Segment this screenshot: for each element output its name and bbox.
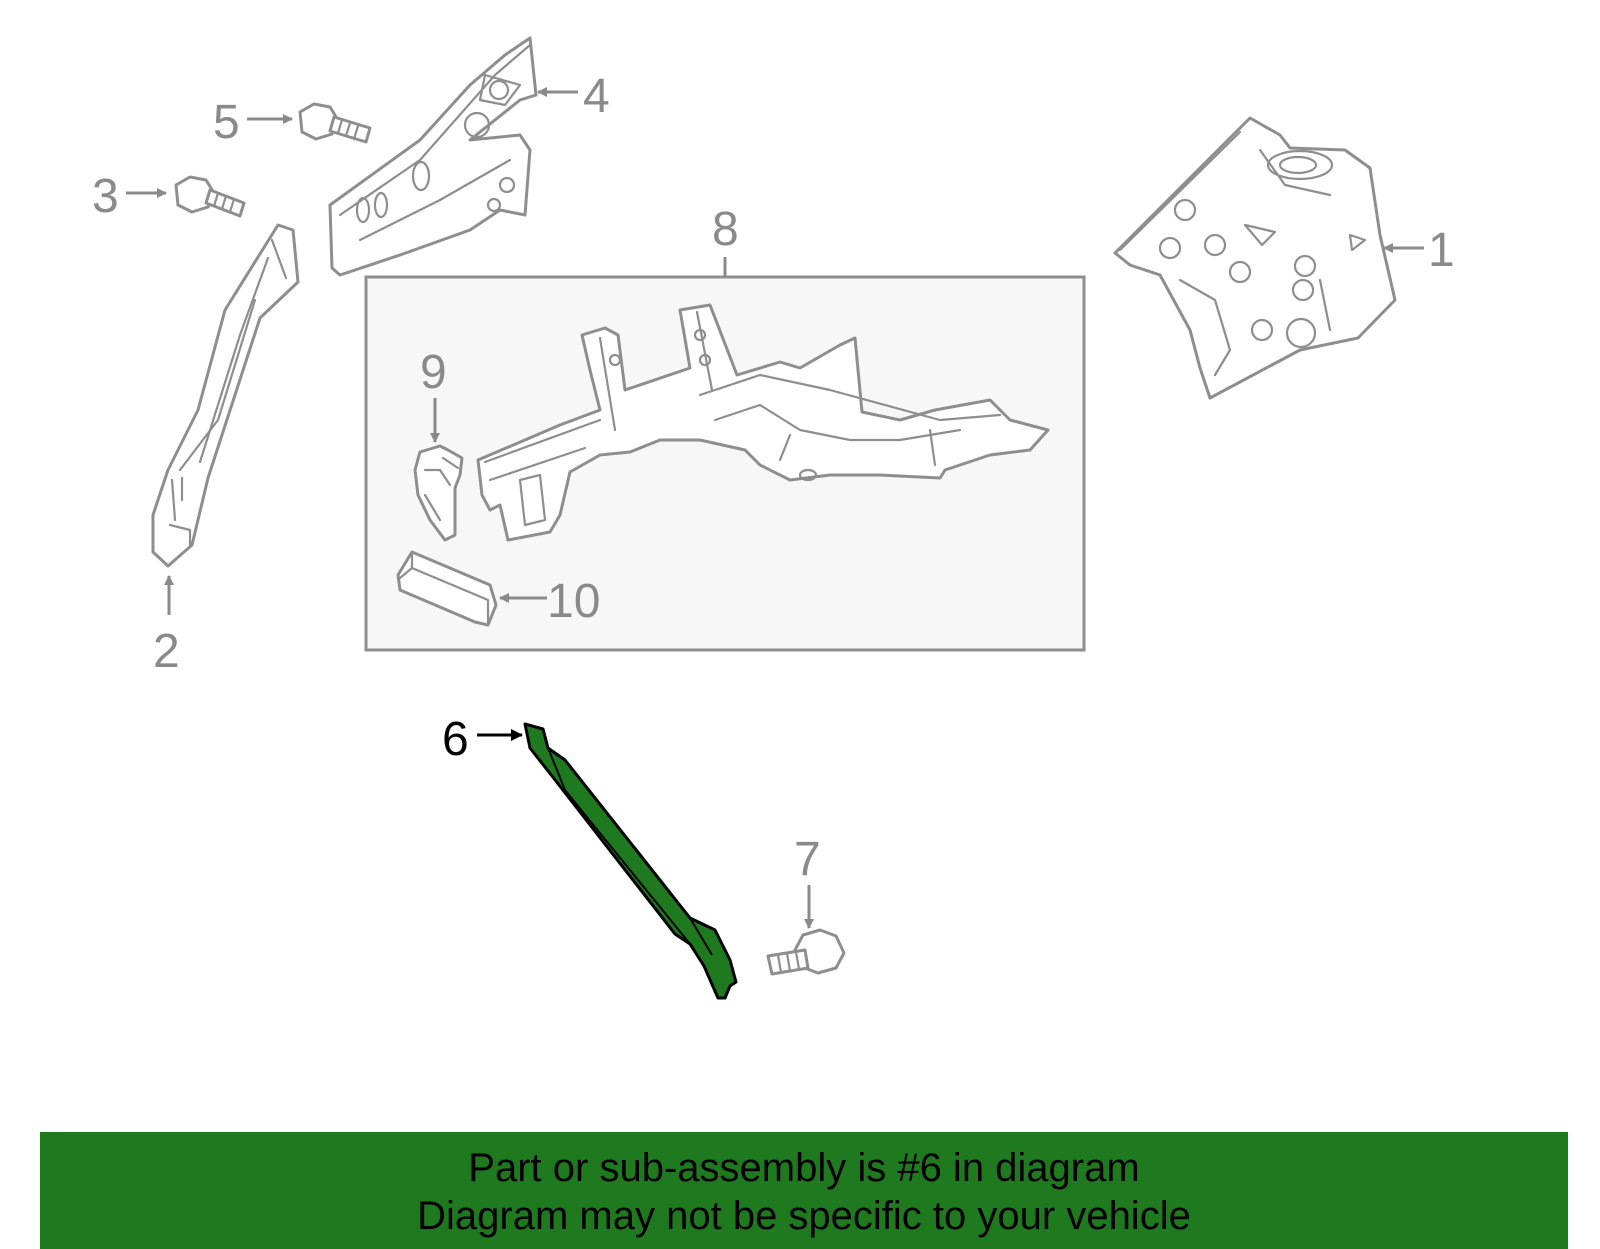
callout-3: 3 [92, 170, 119, 223]
part-1-wheelhouse-panel[interactable] [1113, 116, 1397, 400]
part-4-apron-panel[interactable] [328, 36, 538, 277]
callout-5: 5 [213, 96, 240, 149]
info-banner: Part or sub-assembly is #6 in diagram Di… [40, 1132, 1568, 1249]
part-6-brace-highlighted[interactable] [523, 722, 738, 1000]
callout-6: 6 [442, 713, 469, 766]
callout-10: 10 [547, 575, 600, 628]
callout-9: 9 [420, 346, 447, 399]
callout-7: 7 [794, 833, 821, 886]
part-8-frame-rail[interactable] [476, 303, 1050, 542]
banner-line-2: Diagram may not be specific to your vehi… [417, 1194, 1191, 1238]
part-5-bolt[interactable] [298, 102, 372, 144]
part-9-bracket[interactable] [413, 444, 464, 542]
part-7-bolt[interactable] [766, 928, 846, 976]
callout-8: 8 [712, 203, 739, 256]
part-2-reinforcement[interactable] [151, 223, 300, 568]
callout-2: 2 [153, 625, 180, 678]
part-3-bolt[interactable] [174, 175, 246, 218]
part-10-plate[interactable] [396, 550, 498, 627]
callout-4: 4 [583, 70, 610, 123]
banner-line-1: Part or sub-assembly is #6 in diagram [468, 1146, 1140, 1190]
callout-1: 1 [1428, 224, 1455, 277]
